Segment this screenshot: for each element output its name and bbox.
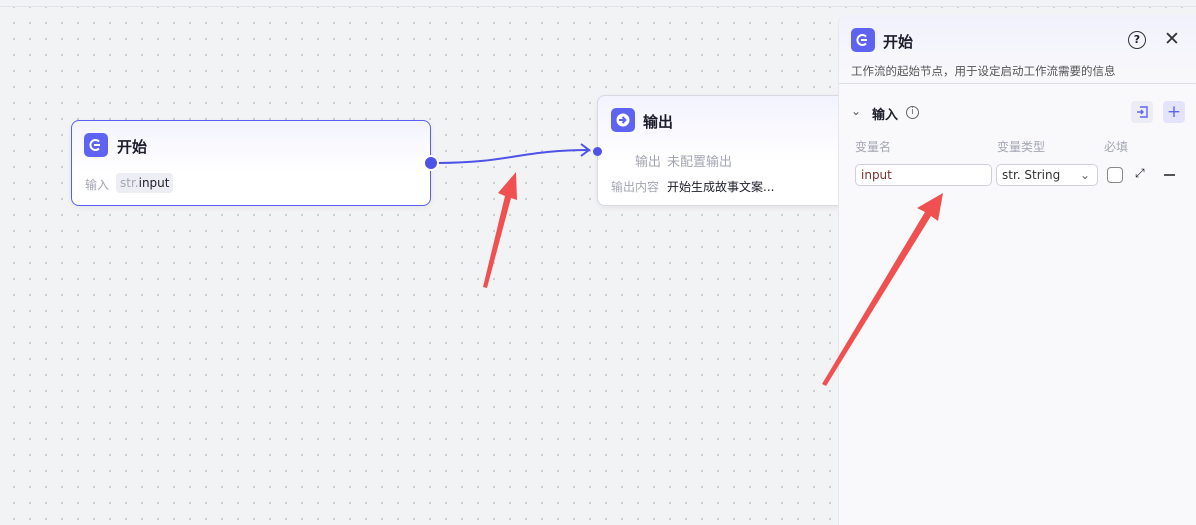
node-config-panel: 开始 ? ✕ 工作流的起始节点，用于设定启动工作流需要的信息 ⌄ 输入 i + … (838, 15, 1196, 525)
output-node-title: 输出 (643, 113, 674, 131)
output-value: 未配置输出 (667, 155, 733, 170)
variable-type-select[interactable]: str. String ⌄ (996, 164, 1098, 186)
add-variable-button[interactable]: + (1163, 101, 1185, 123)
output-icon (611, 108, 635, 132)
connection-edge (436, 149, 591, 164)
start-icon (84, 133, 108, 157)
info-icon[interactable]: i (906, 106, 919, 119)
param-type: str. (120, 176, 139, 190)
column-header-name: 变量名 (855, 140, 892, 154)
variable-name-input[interactable]: input (855, 164, 992, 186)
start-node-title: 开始 (117, 138, 148, 156)
column-header-type: 变量类型 (997, 140, 1046, 154)
import-button[interactable] (1131, 101, 1153, 123)
panel-title: 开始 (883, 33, 914, 51)
start-input-label: 输入 (85, 178, 110, 192)
param-name: input (138, 176, 170, 190)
edge-arrowhead-icon (580, 143, 591, 157)
expand-icon[interactable]: ⤢ (1135, 166, 1145, 180)
output-handle[interactable] (423, 155, 439, 171)
required-checkbox[interactable] (1107, 167, 1123, 183)
output-label: 输出 (635, 155, 662, 170)
section-title: 输入 (872, 108, 899, 123)
column-header-required: 必填 (1104, 140, 1129, 154)
help-icon[interactable]: ? (1128, 31, 1146, 49)
input-handle[interactable] (593, 147, 602, 156)
param-tag: str.input (116, 173, 174, 193)
remove-variable-icon[interactable] (1164, 174, 1175, 176)
close-icon[interactable]: ✕ (1164, 28, 1180, 50)
content-label: 输出内容 (611, 180, 660, 194)
chevron-down-icon: ⌄ (1079, 168, 1090, 182)
start-icon (851, 28, 875, 52)
collapse-chevron-icon[interactable]: ⌄ (851, 104, 862, 118)
start-node[interactable]: 开始 输入 str.input (71, 120, 439, 206)
import-icon (1137, 106, 1148, 118)
content-value: 开始生成故事文案... (667, 180, 775, 194)
panel-description: 工作流的起始节点，用于设定启动工作流需要的信息 (851, 64, 1116, 78)
variable-type-value: str. String (1002, 168, 1061, 182)
output-node[interactable]: 输出 输出 未配置输出 输出内容 开始生成故事文案... (593, 95, 847, 206)
